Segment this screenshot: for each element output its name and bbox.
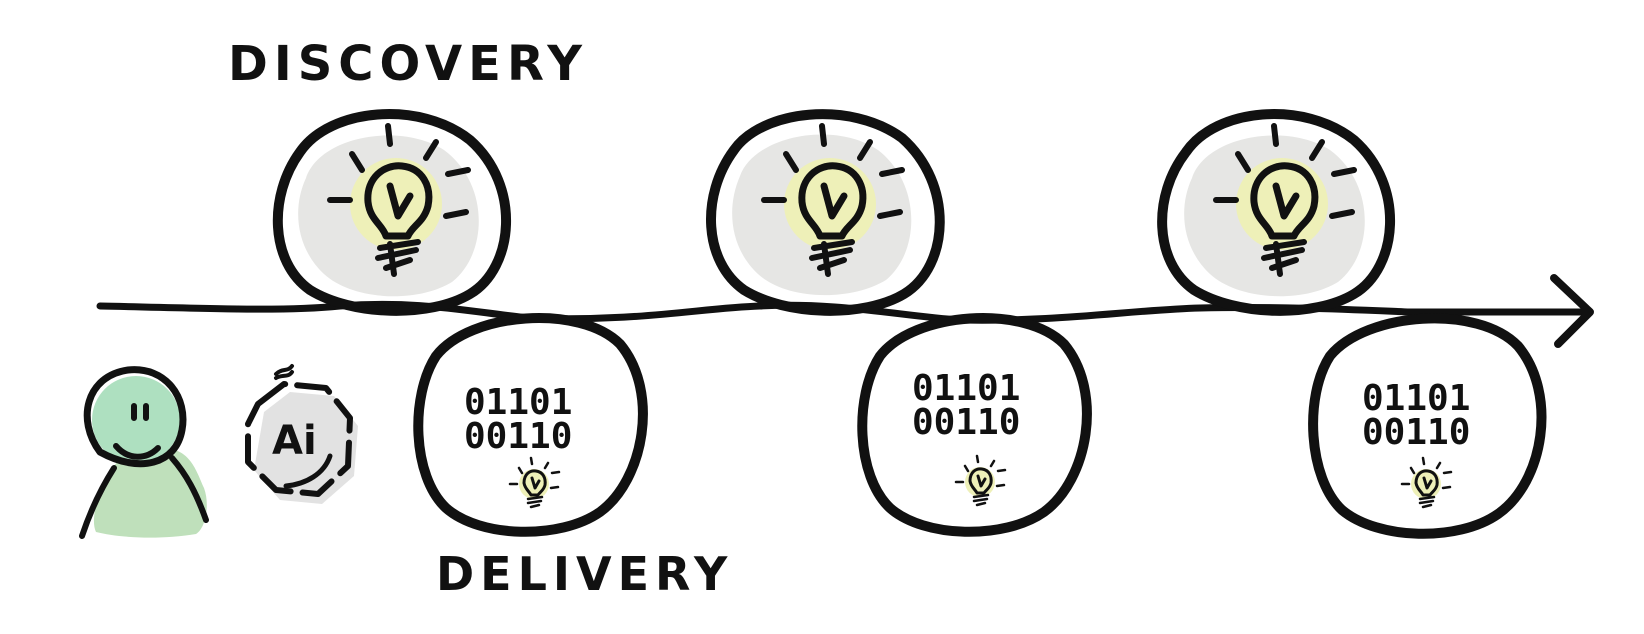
lightbulb-icon	[954, 454, 1007, 507]
discovery-bubble-3	[1157, 109, 1396, 316]
delivery-bubble-3: 01101 00110	[1308, 313, 1547, 539]
delivery-bubble-1: 01101 00110	[413, 313, 648, 537]
binary-text-line-1: 01101	[912, 368, 1020, 409]
arrow-right-icon	[1550, 274, 1594, 348]
binary-text-line-2: 00110	[1362, 412, 1470, 453]
discovery-bubble-1	[272, 109, 512, 316]
binary-text-line-2: 00110	[464, 416, 572, 457]
delivery-label: DELIVERY	[436, 547, 733, 601]
lightbulb-icon	[508, 456, 561, 509]
binary-text-line-2: 00110	[912, 402, 1020, 443]
lightbulb-icon	[1400, 456, 1453, 509]
discovery-bubble-2	[706, 109, 945, 316]
ai-label: Ai	[272, 418, 317, 464]
binary-text-line-1: 01101	[1362, 378, 1470, 419]
delivery-bubble-2: 01101 00110	[857, 313, 1092, 537]
discovery-label: DISCOVERY	[228, 36, 588, 92]
binary-text-line-1: 01101	[464, 382, 572, 423]
ai-chip-icon: Ai	[245, 364, 358, 504]
person-icon	[79, 366, 209, 539]
